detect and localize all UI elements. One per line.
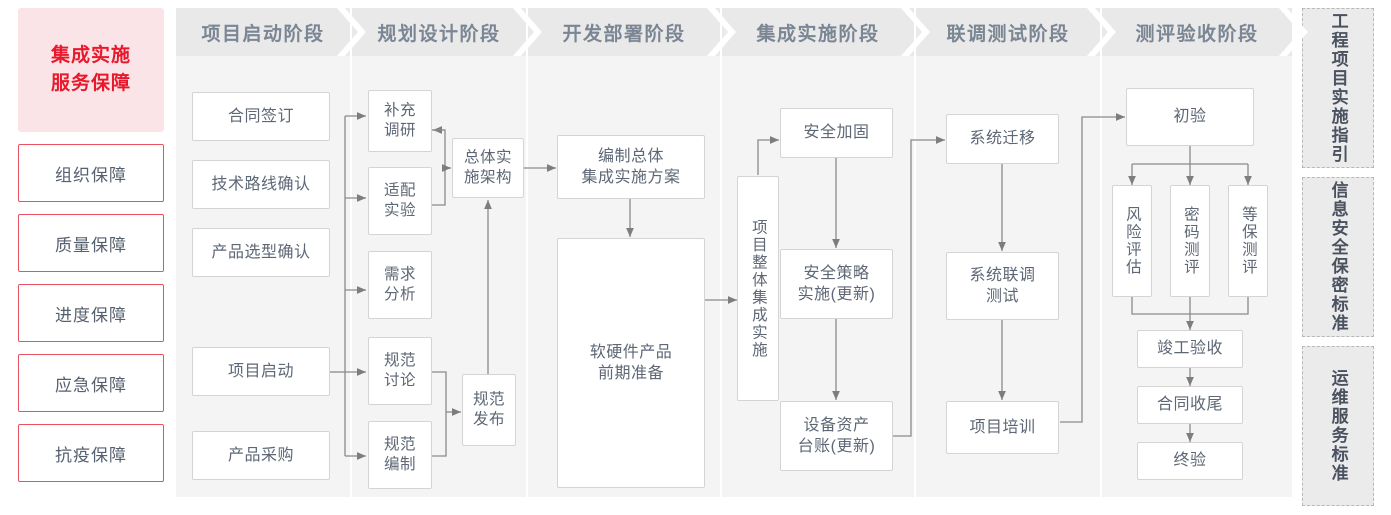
node-adaptation-experiment[interactable]: 适配实验 [368, 167, 432, 235]
phase-header-2[interactable]: 规划设计阶段 [352, 8, 526, 56]
phase-title: 开发部署阶段 [562, 23, 686, 45]
node-contract-closeout[interactable]: 合同收尾 [1137, 386, 1243, 424]
standard-card-ops-service[interactable]: 运维服务标准 [1302, 346, 1374, 506]
sidebar-item-schedule[interactable]: 进度保障 [18, 284, 164, 342]
sidebar-item-label: 进度保障 [55, 305, 127, 325]
node-preliminary-acceptance[interactable]: 初验 [1126, 88, 1254, 146]
sidebar-item-label: 抗疫保障 [55, 445, 127, 465]
node-overall-implementation-architecture[interactable]: 总体实施架构 [452, 138, 524, 198]
node-system-joint-debug-test[interactable]: 系统联调测试 [946, 252, 1059, 320]
node-cryptography-evaluation[interactable]: 密码测评 [1170, 185, 1210, 297]
standard-card-infosec-confidentiality[interactable]: 信息安全保密标准 [1302, 177, 1374, 337]
hero-title: 集成实施服务保障 [50, 45, 131, 94]
node-label: 产品选型确认 [211, 243, 311, 261]
node-label: 设备资产台账(更新) [797, 416, 876, 455]
node-label: 系统迁移 [969, 130, 1036, 148]
phase-header-3[interactable]: 开发部署阶段 [528, 8, 720, 56]
standard-label: 运维服务标准 [1328, 369, 1348, 483]
node-hw-sw-product-preparation[interactable]: 软硬件产品前期准备 [557, 238, 705, 488]
node-label: 终验 [1173, 452, 1207, 470]
node-label: 项目培训 [969, 418, 1036, 436]
node-product-procurement[interactable]: 产品采购 [192, 431, 330, 480]
node-supplementary-research[interactable]: 补充调研 [368, 90, 432, 152]
phase-title: 规划设计阶段 [377, 23, 501, 45]
phase-header-5[interactable]: 联调测试阶段 [916, 8, 1100, 56]
node-label: 项目启动 [227, 362, 294, 380]
right-sidebar: 工程项目实施指引 信息安全保密标准 运维服务标准 [1302, 8, 1374, 515]
node-equipment-asset-ledger[interactable]: 设备资产台账(更新) [780, 401, 893, 471]
node-mlps-evaluation[interactable]: 等保测评 [1228, 185, 1268, 297]
node-label: 初验 [1173, 108, 1207, 126]
node-project-training[interactable]: 项目培训 [946, 401, 1059, 454]
node-standard-release[interactable]: 规范发布 [462, 374, 516, 446]
node-project-kickoff[interactable]: 项目启动 [192, 347, 330, 396]
phase-title: 集成实施阶段 [756, 23, 880, 45]
node-label: 需求分析 [383, 265, 416, 303]
node-label: 安全加固 [803, 124, 870, 142]
node-risk-assessment[interactable]: 风险评估 [1112, 185, 1152, 297]
node-contract-signing[interactable]: 合同签订 [192, 92, 330, 141]
node-final-acceptance[interactable]: 终验 [1137, 442, 1243, 480]
node-overall-project-integration[interactable]: 项目整体集成实施 [737, 176, 779, 401]
node-security-policy-implementation[interactable]: 安全策略实施(更新) [780, 249, 893, 319]
sidebar-item-label: 质量保障 [55, 235, 127, 255]
sidebar-item-epidemic[interactable]: 抗疫保障 [18, 424, 164, 482]
standard-card-engineering-guideline[interactable]: 工程项目实施指引 [1302, 8, 1374, 168]
standard-label: 信息安全保密标准 [1328, 181, 1348, 333]
sidebar-item-label: 组织保障 [55, 165, 127, 185]
node-label: 规范发布 [472, 390, 505, 428]
node-requirement-analysis[interactable]: 需求分析 [368, 251, 432, 319]
node-draft-overall-integration-plan[interactable]: 编制总体集成实施方案 [557, 135, 705, 199]
node-label: 适配实验 [383, 181, 416, 219]
node-label: 风险评估 [1123, 206, 1141, 276]
sidebar-item-organization[interactable]: 组织保障 [18, 144, 164, 202]
node-label: 规范编制 [383, 435, 416, 473]
node-label: 系统联调测试 [969, 266, 1036, 305]
phase-header-4[interactable]: 集成实施阶段 [722, 8, 914, 56]
node-standard-drafting[interactable]: 规范编制 [368, 421, 432, 489]
node-label: 产品采购 [227, 446, 294, 464]
node-system-migration[interactable]: 系统迁移 [946, 114, 1059, 164]
node-label: 合同收尾 [1156, 396, 1223, 414]
node-label: 补充调研 [383, 101, 416, 139]
node-label: 编制总体集成实施方案 [581, 147, 681, 186]
node-label: 项目整体集成实施 [749, 218, 767, 359]
sidebar-item-quality[interactable]: 质量保障 [18, 214, 164, 272]
standard-label: 工程项目实施指引 [1328, 12, 1348, 164]
node-label: 等保测评 [1239, 206, 1257, 276]
node-label: 合同签订 [227, 107, 294, 125]
node-label: 总体实施架构 [463, 148, 512, 186]
phase-header-1[interactable]: 项目启动阶段 [176, 8, 350, 56]
node-tech-route-confirm[interactable]: 技术路线确认 [192, 160, 330, 209]
node-label: 软硬件产品前期准备 [589, 343, 673, 382]
node-label: 规范讨论 [383, 351, 416, 389]
node-security-hardening[interactable]: 安全加固 [780, 108, 893, 158]
node-label: 安全策略实施(更新) [797, 264, 876, 303]
hero-card: 集成实施服务保障 [18, 8, 164, 132]
sidebar-item-emergency[interactable]: 应急保障 [18, 354, 164, 412]
phase-title: 项目启动阶段 [201, 23, 325, 45]
node-label: 竣工验收 [1156, 340, 1223, 358]
node-label: 密码测评 [1181, 206, 1199, 276]
phase-header-6[interactable]: 测评验收阶段 [1102, 8, 1292, 56]
left-sidebar: 集成实施服务保障 组织保障 质量保障 进度保障 应急保障 抗疫保障 [18, 8, 164, 482]
phase-title: 测评验收阶段 [1135, 23, 1259, 45]
sidebar-item-label: 应急保障 [55, 375, 127, 395]
node-product-selection-confirm[interactable]: 产品选型确认 [192, 228, 330, 277]
node-label: 技术路线确认 [211, 175, 311, 193]
phase-title: 联调测试阶段 [946, 23, 1070, 45]
node-completion-acceptance[interactable]: 竣工验收 [1137, 330, 1243, 368]
node-standard-discussion[interactable]: 规范讨论 [368, 337, 432, 405]
